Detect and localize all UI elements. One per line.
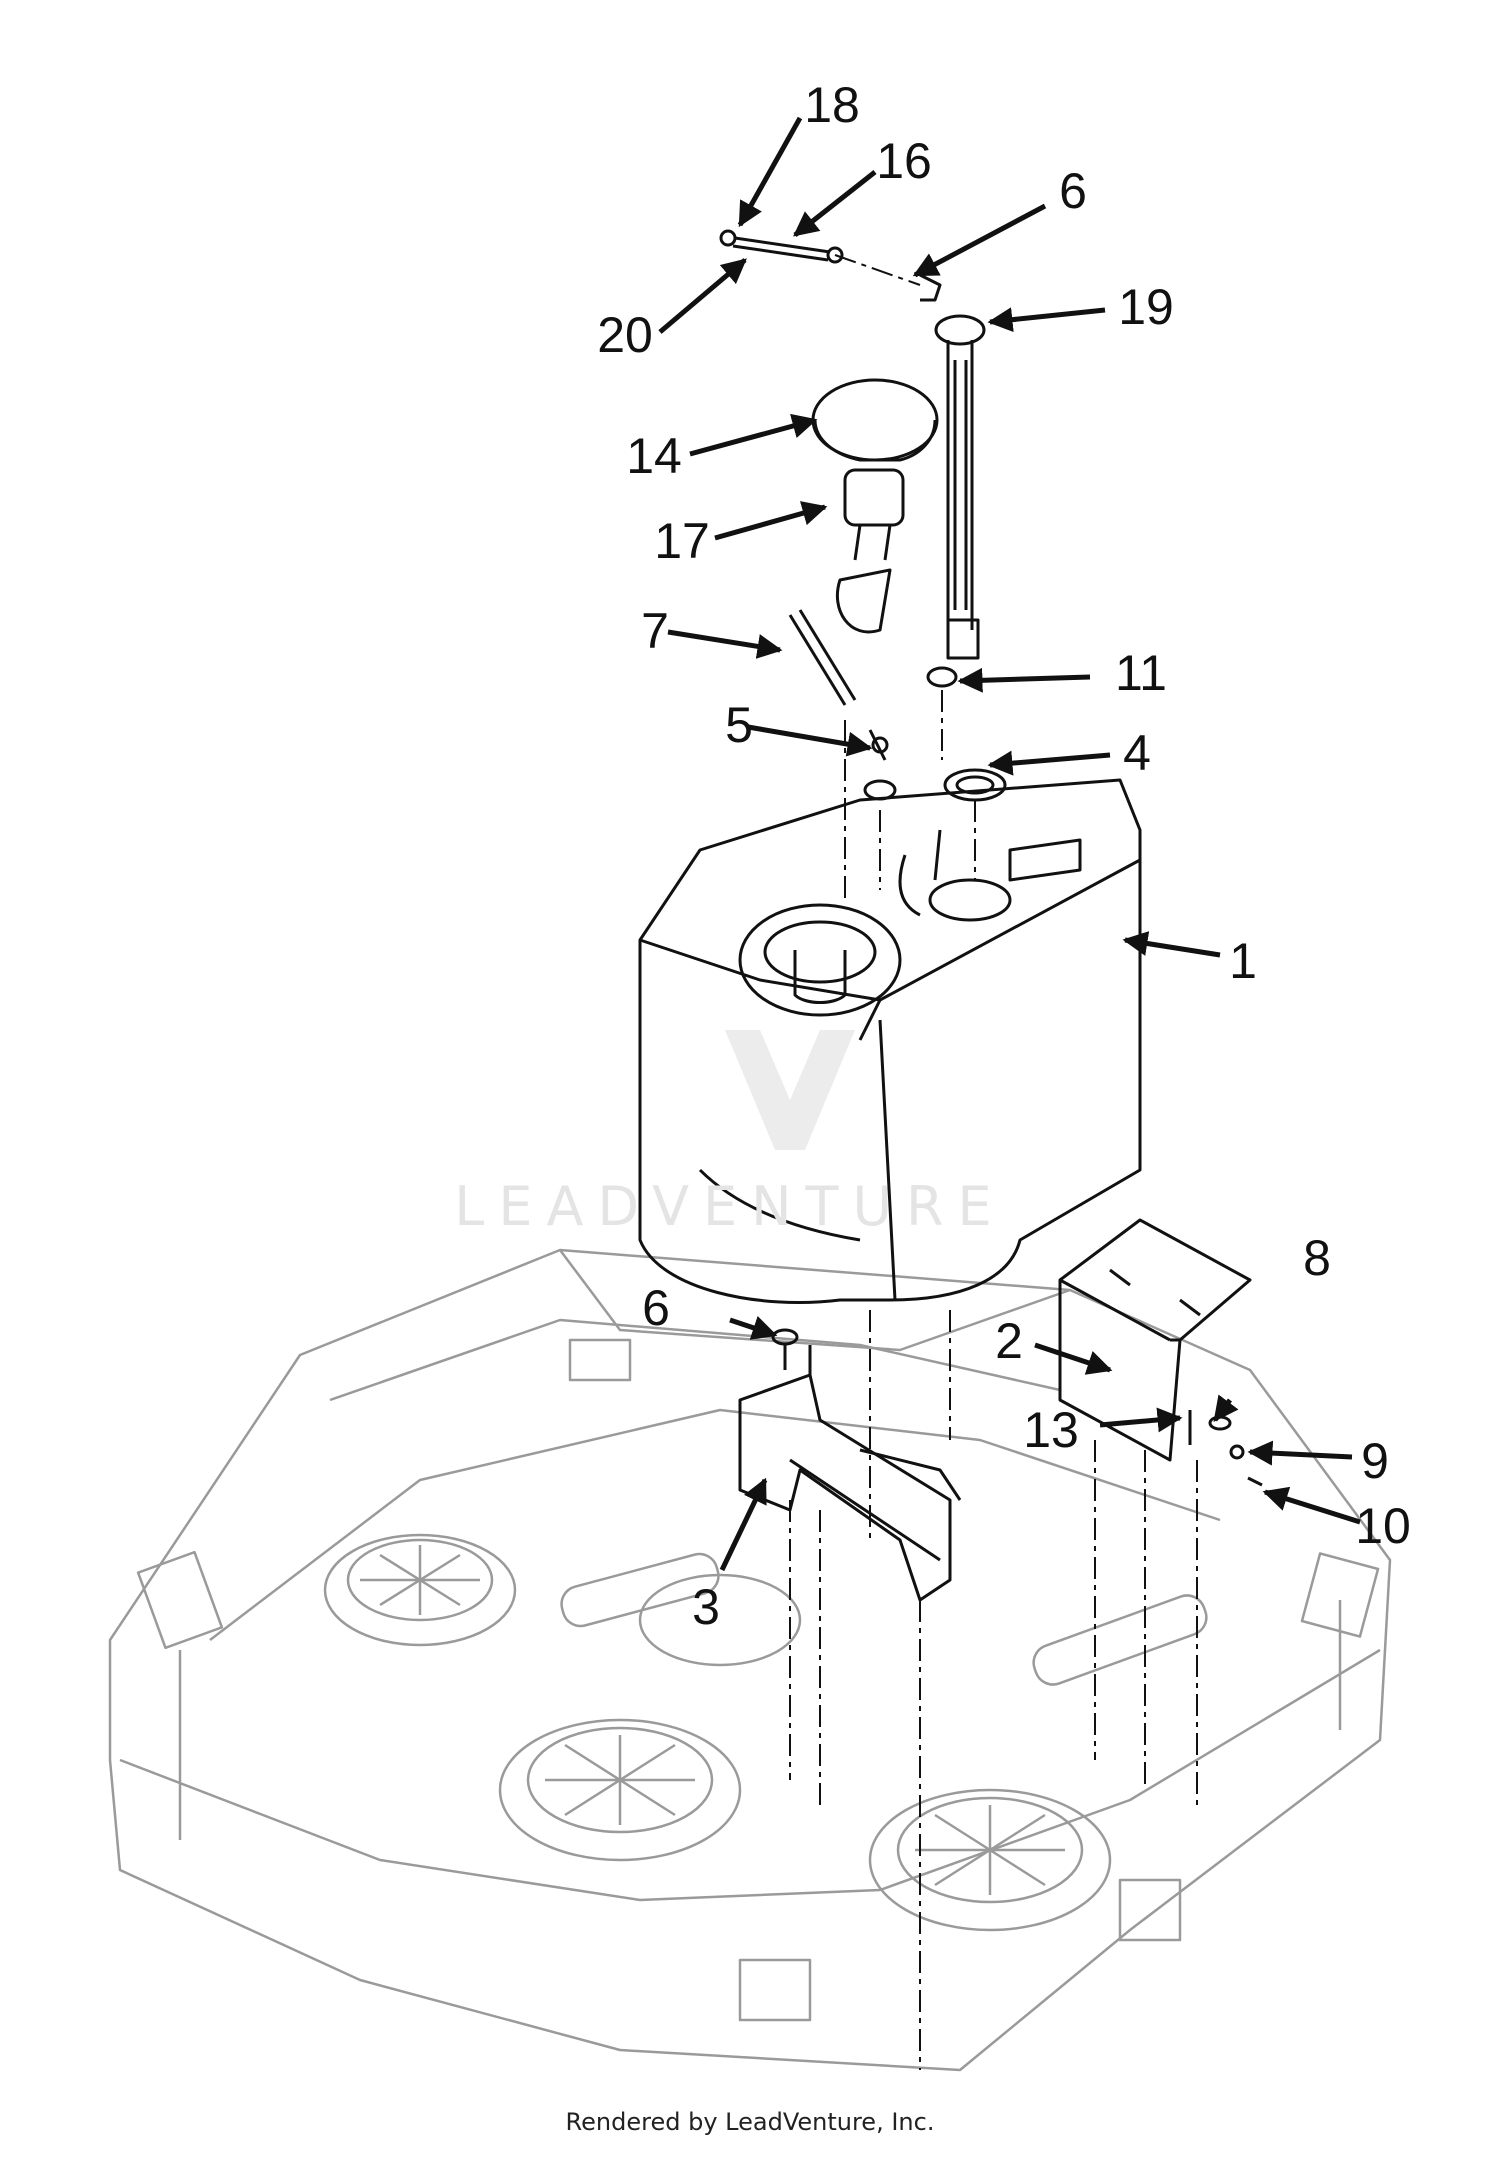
callout-16: 16 — [876, 133, 932, 189]
callout-19: 19 — [1118, 279, 1174, 335]
callout-1: 1 — [1229, 933, 1257, 989]
callout-labels: 18 16 6 20 19 14 17 7 11 5 4 1 6 2 8 13 … — [597, 77, 1411, 1635]
callout-17: 17 — [654, 513, 710, 569]
callout-3: 3 — [692, 1579, 720, 1635]
fuel-tank — [638, 778, 1142, 1304]
watermark-text: LEADVENTURE — [454, 1175, 1005, 1238]
fuel-cap-and-fittings — [719, 229, 1263, 1487]
callout-8: 8 — [1303, 1230, 1331, 1286]
mower-deck — [108, 1248, 1392, 2072]
callout-18: 18 — [804, 77, 860, 133]
callout-20: 20 — [597, 307, 653, 363]
callout-11: 11 — [1115, 645, 1167, 701]
callout-7: 7 — [641, 603, 669, 659]
callout-9: 9 — [1361, 1433, 1389, 1489]
render-credit: Rendered by LeadVenture, Inc. — [565, 2108, 935, 2136]
callout-arrows — [658, 116, 1361, 1572]
assembly-lines — [789, 254, 1198, 2070]
callout-6-top: 6 — [1059, 163, 1087, 219]
callout-4: 4 — [1123, 725, 1151, 781]
callout-14: 14 — [626, 428, 682, 484]
callout-10: 10 — [1355, 1498, 1411, 1554]
callout-5: 5 — [725, 697, 753, 753]
callout-2: 2 — [995, 1313, 1023, 1369]
callout-6-bracket: 6 — [642, 1280, 670, 1336]
callout-13: 13 — [1023, 1402, 1079, 1458]
watermark: LEADVENTURE — [454, 1030, 1005, 1238]
